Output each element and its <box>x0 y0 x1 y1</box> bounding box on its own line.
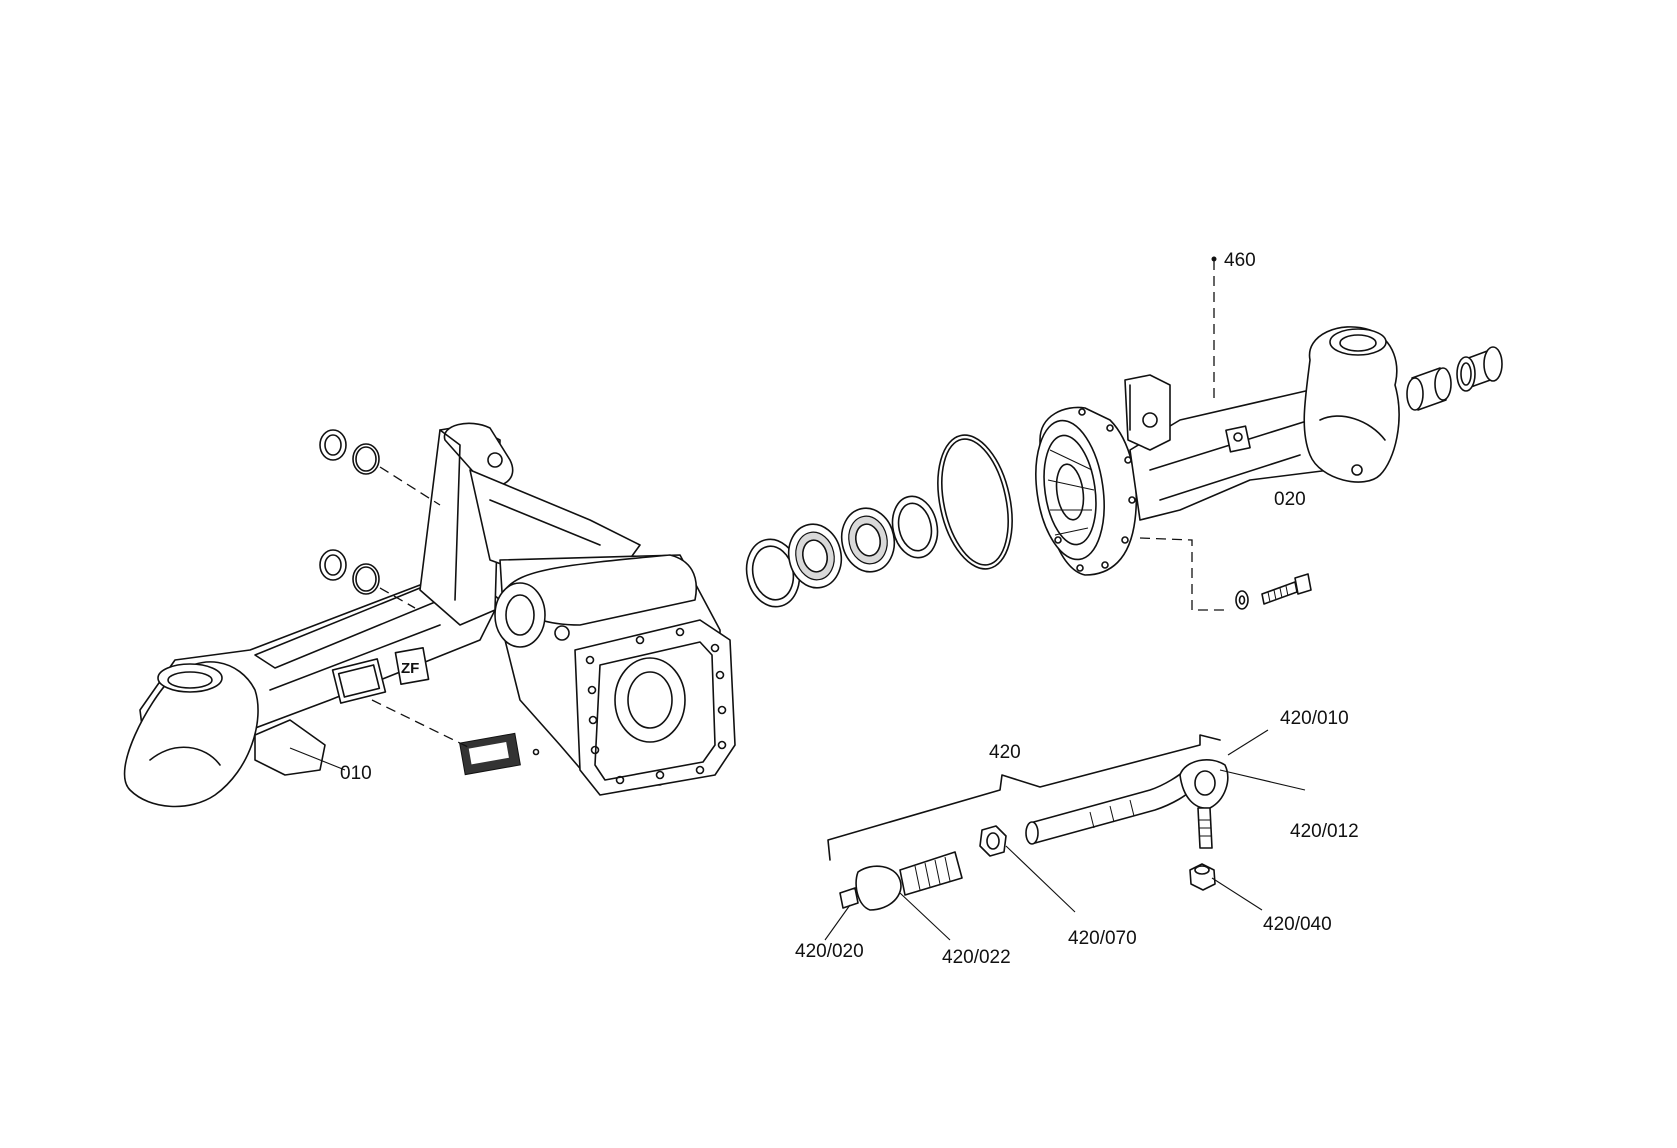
label-420-070: 420/070 <box>1068 928 1137 949</box>
axle-housing-010: ZF <box>123 422 736 808</box>
callout-labels: 010 020 460 420 420/010 420/012 420/040 … <box>340 250 1359 968</box>
label-420-012: 420/012 <box>1290 821 1359 842</box>
label-460: 460 <box>1224 250 1256 271</box>
seal-set-upper-icon <box>319 429 441 506</box>
seal-set-lower-icon <box>319 549 416 609</box>
label-420: 420 <box>989 742 1021 763</box>
label-420-040: 420/040 <box>1263 914 1332 935</box>
label-420-022: 420/022 <box>942 947 1011 968</box>
washer-bolt-icon <box>1235 573 1312 610</box>
label-420-010: 420/010 <box>1280 708 1349 729</box>
zf-logo-text: ZF <box>401 660 419 677</box>
label-010: 010 <box>340 763 372 784</box>
bushing-set-icon <box>1406 346 1503 411</box>
bearing-ring-set-icon <box>745 495 939 608</box>
zf-logo-icon: ZF <box>394 647 430 685</box>
leader-lines <box>824 729 1306 941</box>
axle-housing-020 <box>1035 256 1400 611</box>
nameplate-icon <box>459 732 540 776</box>
o-ring-icon <box>937 434 1013 570</box>
label-420-020: 420/020 <box>795 941 864 962</box>
tie-rod-assembly-420 <box>827 734 1229 911</box>
label-020: 020 <box>1274 489 1306 510</box>
